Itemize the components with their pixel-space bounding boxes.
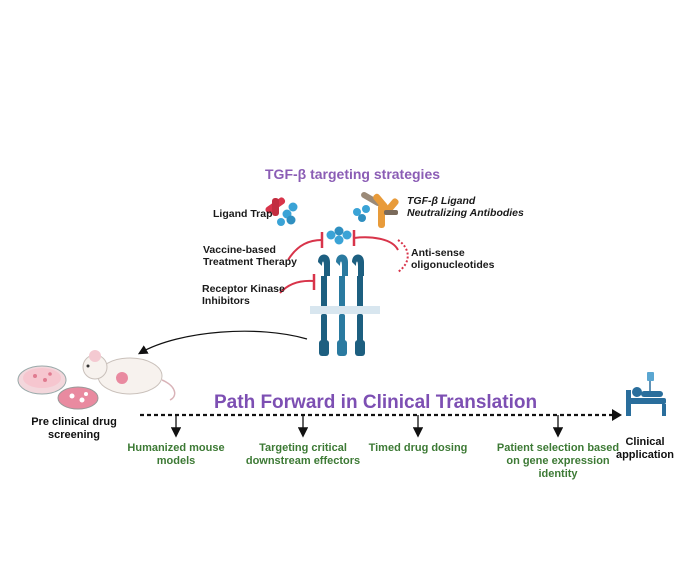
step-humanized-mouse: Humanized mouse models	[116, 442, 236, 468]
receptor-kinase-label-line1: Receptor Kinase	[202, 283, 285, 295]
step-patient-selection: Patient selection based on gene expressi…	[486, 442, 630, 481]
receptor-kinase-label-line2: Inhibitors	[202, 295, 250, 307]
neutralizing-antibody-icon	[353, 192, 399, 228]
path-forward-title: Path Forward in Clinical Translation	[214, 392, 538, 413]
step-downstream-effectors: Targeting critical downstream effectors	[233, 442, 373, 468]
step-1-line2: models	[156, 455, 196, 467]
antibody-label-line1: TGF-β Ligand	[407, 195, 476, 207]
vaccine-label-line2: Treatment Therapy	[203, 256, 297, 268]
translation-arrow	[137, 330, 308, 355]
vaccine-label-line1: Vaccine-based	[203, 244, 276, 256]
strategies-title: TGF-β targeting strategies	[265, 166, 441, 182]
antibody-label-line2: Neutralizing Antibodies	[407, 207, 524, 219]
preclinical-label-line2: screening	[48, 429, 100, 441]
antisense-label-line1: Anti-sense	[411, 247, 465, 259]
patient-bed-icon	[626, 372, 666, 416]
antisense-oligo-icon	[397, 239, 409, 273]
tgf-beta-receptor-icon	[310, 254, 380, 356]
petri-dish-icon	[17, 365, 99, 410]
antisense-label-line2: oligonucleotides	[411, 259, 495, 271]
antibody-label: TGF-β Ligand Neutralizing Antibodies	[407, 195, 524, 219]
tgf-beta-ligand-icon	[326, 226, 352, 245]
step-4-line2: on gene expression	[506, 455, 610, 467]
step-2-line2: downstream effectors	[245, 455, 361, 467]
mouse-icon	[82, 350, 176, 401]
step-1-line1: Humanized mouse	[127, 442, 225, 454]
step-2-line1: Targeting critical	[259, 442, 347, 454]
clinical-application-line2: application	[615, 449, 675, 461]
step-4-line3: identity	[538, 468, 578, 480]
ligand-trap-label: Ligand Trap	[213, 208, 273, 220]
step-timed-dosing: Timed drug dosing	[358, 442, 478, 455]
receptor-kinase-label: Receptor Kinase Inhibitors	[202, 283, 285, 307]
clinical-application-label: Clinical application	[610, 436, 680, 462]
preclinical-label-line1: Pre clinical drug	[31, 416, 117, 428]
ligand-trap-icon	[265, 197, 298, 226]
step-4-line1: Patient selection based	[496, 442, 620, 454]
step-3-line1: Timed drug dosing	[368, 442, 468, 454]
preclinical-label: Pre clinical drug screening	[20, 416, 128, 442]
vaccine-label: Vaccine-based Treatment Therapy	[203, 244, 297, 268]
clinical-application-line1: Clinical	[625, 436, 665, 448]
antisense-label: Anti-sense oligonucleotides	[411, 247, 494, 271]
